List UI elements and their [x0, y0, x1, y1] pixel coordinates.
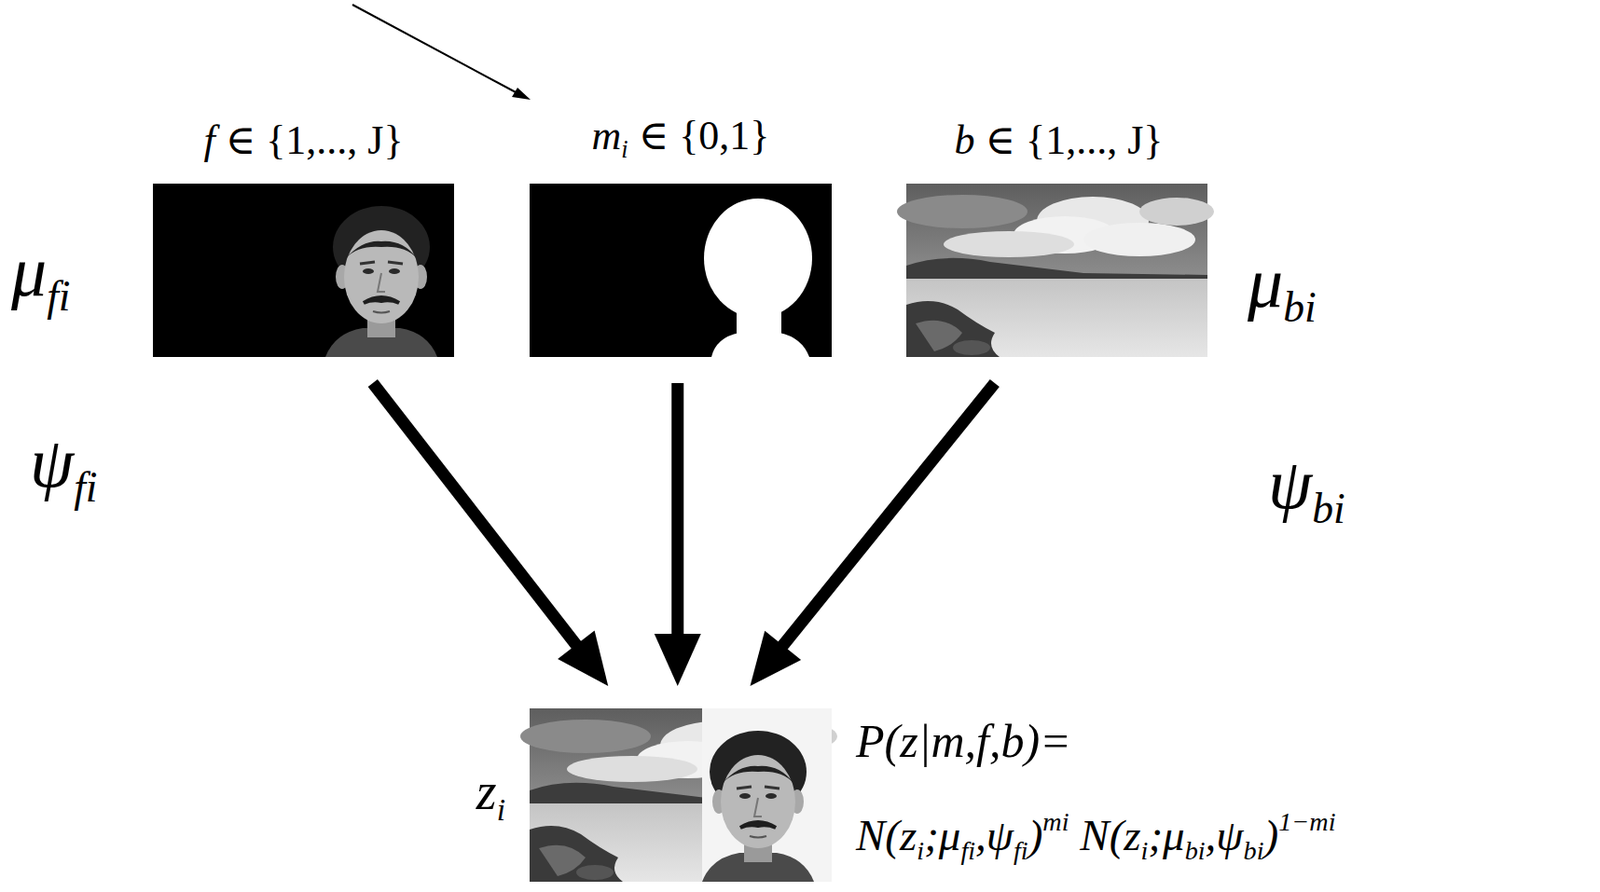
subscript: fi: [960, 836, 976, 866]
variable-label: mi ∈ {0,1}: [592, 113, 771, 164]
subscript: fi: [46, 272, 70, 320]
parameter-label: μfi: [11, 233, 71, 320]
subscript: bi: [1311, 484, 1345, 533]
subscript: bi: [1243, 836, 1265, 866]
text-run: f: [203, 117, 215, 164]
text-run: ): [1028, 811, 1044, 860]
text-run: ;μ: [1147, 811, 1185, 860]
text-run: μ: [11, 232, 47, 311]
formula-text: P(z|m,f,b)=: [855, 716, 1072, 768]
subscript: bi: [1185, 836, 1206, 866]
parameter-label: ψbi: [1268, 445, 1346, 533]
text-run: ;μ: [924, 811, 961, 860]
text-run: ): [1264, 811, 1280, 860]
image-panel: f ∈ {1,..., J}: [152, 183, 455, 358]
superscript: mi: [1042, 807, 1069, 837]
variable-label: b ∈ {1,..., J}: [954, 118, 1164, 164]
text-run: ∈ {1,..., J}: [215, 117, 404, 164]
text-run: ψ: [29, 423, 74, 502]
text-run: N(z: [855, 811, 917, 860]
formula-text: N(zi;μfi,ψfi)mi N(zi;μbi,ψbi)1−mi: [855, 807, 1336, 866]
subscript: fi: [1013, 836, 1029, 866]
subscript: fi: [73, 463, 97, 511]
flow-arrow: [372, 383, 608, 687]
subscript: i: [620, 135, 628, 164]
flow-arrow: [654, 383, 702, 687]
image-panel: zi: [529, 708, 832, 883]
arrow-shaft: [779, 383, 995, 650]
text-run: ,ψ: [975, 811, 1014, 860]
arrow-head: [654, 634, 702, 687]
subscript: bi: [1282, 283, 1316, 332]
image-panel: mi ∈ {0,1}: [529, 183, 832, 358]
subscript: i: [496, 791, 506, 827]
text-run: ∈ {0,1}: [628, 112, 771, 159]
text-run: ,ψ: [1205, 811, 1244, 860]
text-run: z: [476, 762, 497, 821]
parameter-label: ψfi: [29, 424, 98, 511]
image-panel: b ∈ {1,..., J}: [906, 183, 1212, 358]
subscript: i: [1141, 836, 1149, 866]
arrow-head: [750, 631, 802, 687]
subscript: i: [916, 836, 925, 866]
text-run: P(z|m,f,b)=: [855, 715, 1072, 768]
arrow-shaft: [372, 383, 580, 650]
superscript: 1−mi: [1278, 807, 1336, 837]
variable-label: zi: [476, 763, 506, 828]
arrow-head: [557, 630, 608, 687]
parameter-label: μbi: [1247, 244, 1317, 332]
arrow-shaft: [671, 383, 684, 640]
text-run: b: [954, 117, 976, 164]
text-run: m: [592, 112, 622, 159]
flow-arrow: [750, 383, 995, 687]
text-run: μ: [1247, 243, 1283, 322]
text-run: ∈ {1,..., J}: [975, 117, 1164, 164]
text-run: ψ: [1268, 444, 1312, 524]
text-run: N(z: [1069, 811, 1142, 860]
variable-label: f ∈ {1,..., J}: [203, 118, 403, 164]
